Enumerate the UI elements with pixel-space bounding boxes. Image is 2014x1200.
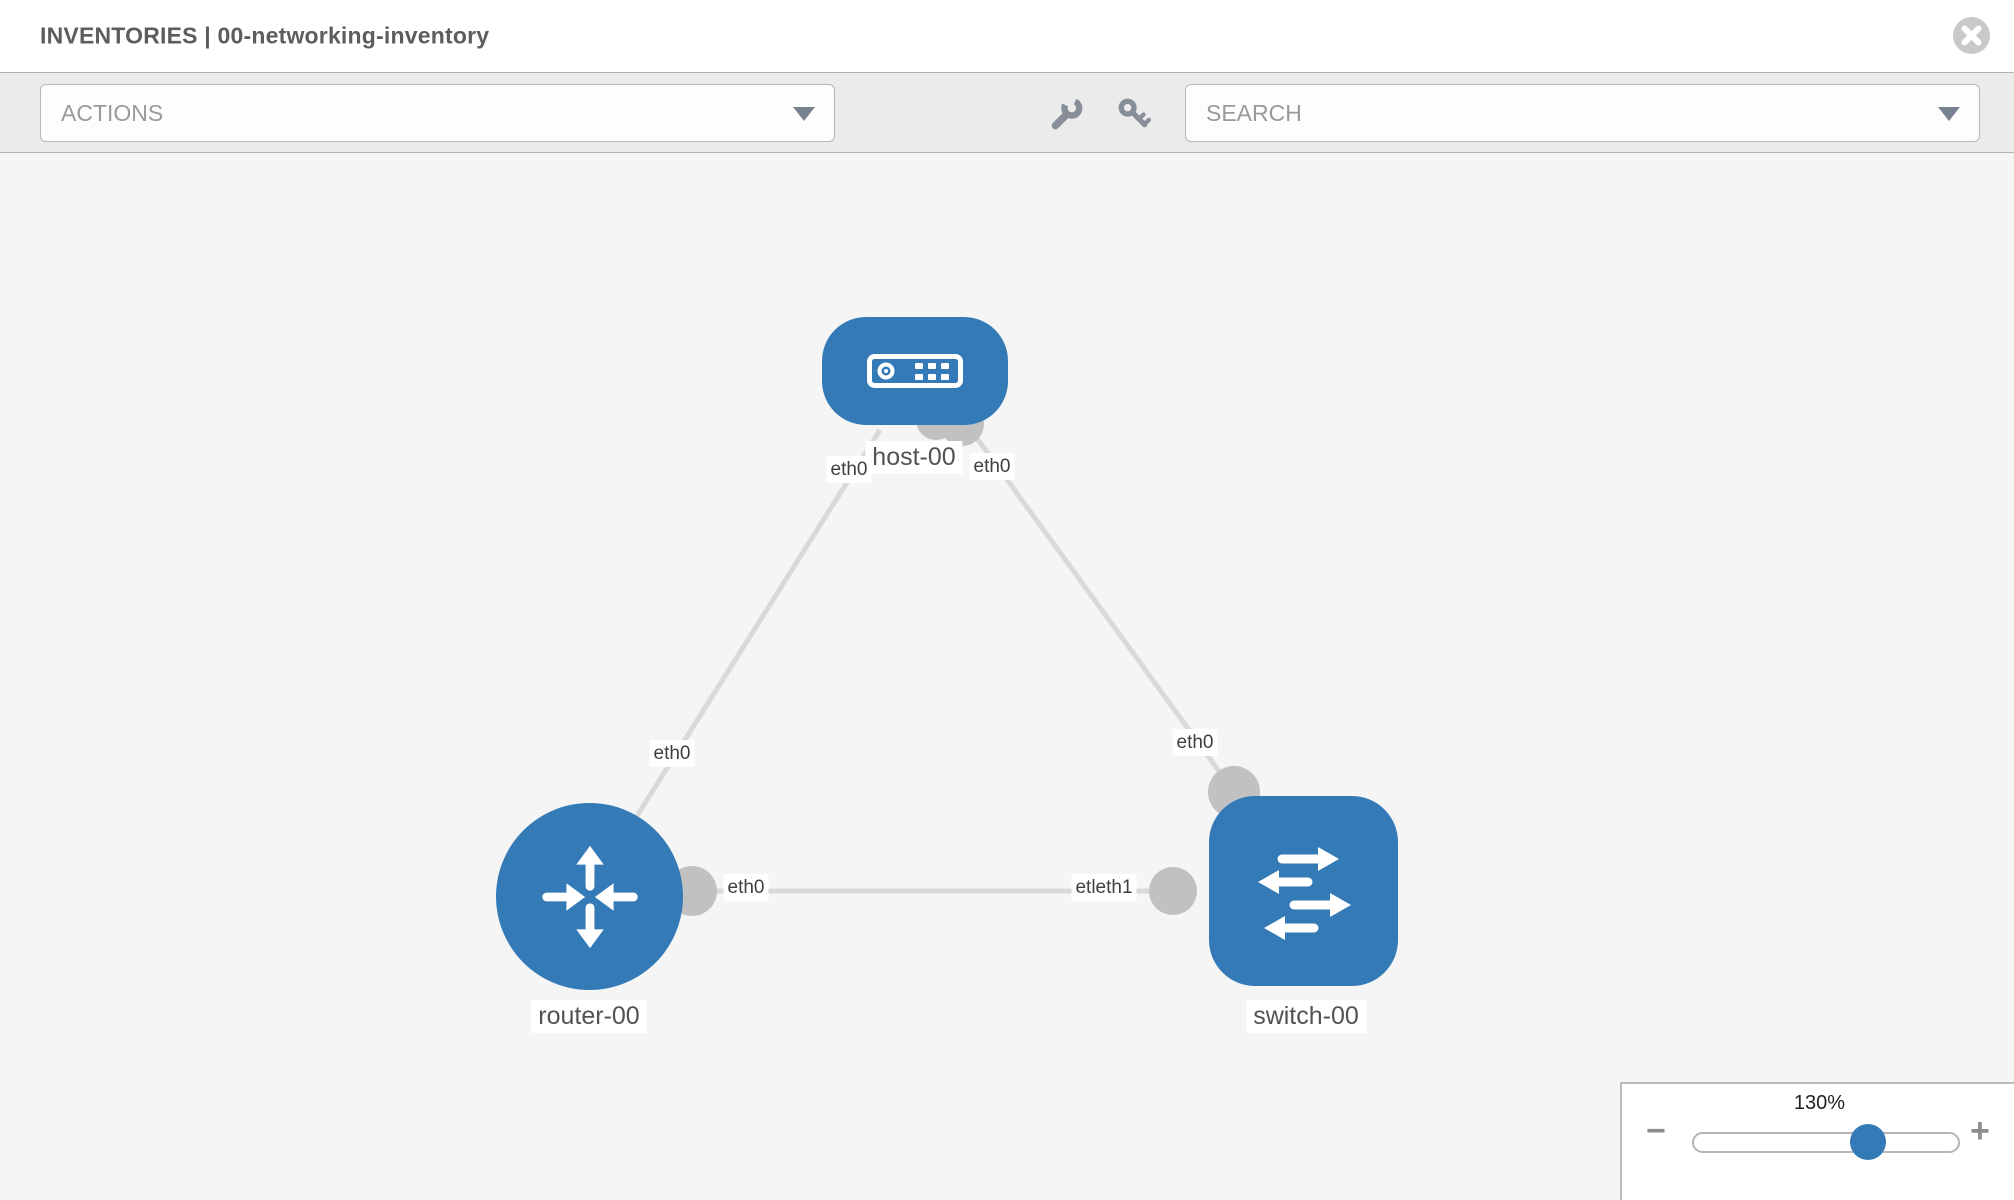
caret-down-icon — [793, 107, 815, 121]
node-label-switch: switch-00 — [1246, 1000, 1366, 1033]
caret-down-icon — [1938, 107, 1960, 121]
interface-label: eth0 — [826, 456, 872, 483]
zoom-slider-track[interactable] — [1692, 1124, 1960, 1160]
zoom-level-label: 130% — [1793, 1092, 1846, 1114]
router-icon — [541, 845, 638, 948]
zoom-panel: 130% − + — [1620, 1082, 2014, 1200]
zoom-slider-thumb[interactable] — [1850, 1124, 1886, 1160]
host-icon — [867, 354, 963, 388]
interface-label: eth0 — [969, 453, 1015, 480]
topology-canvas[interactable] — [0, 153, 2014, 1200]
interface-label: eth0 — [649, 740, 695, 767]
actions-dropdown[interactable]: ACTIONS — [40, 84, 835, 142]
search-dropdown[interactable]: SEARCH — [1185, 84, 1980, 142]
link-host-router[interactable] — [627, 428, 883, 829]
interface-label: eth0 — [1172, 729, 1218, 756]
switch-icon — [1257, 847, 1351, 940]
search-placeholder: SEARCH — [1206, 99, 1302, 126]
node-label-router: router-00 — [531, 1000, 647, 1033]
node-label-host: host-00 — [865, 441, 963, 474]
node-host-00[interactable] — [822, 317, 1008, 425]
zoom-in-button[interactable]: + — [1970, 1112, 1990, 1150]
zoom-out-button[interactable]: − — [1646, 1112, 1666, 1150]
toolbar: ACTIONS SEARCH — [0, 72, 2014, 153]
interface-label: etleth1 — [1071, 874, 1137, 901]
interface-label: eth0 — [723, 874, 769, 901]
actions-dropdown-label: ACTIONS — [61, 99, 164, 126]
close-icon — [1953, 17, 1990, 54]
credentials-button[interactable] — [1114, 95, 1154, 135]
switch-interface-connector — [1149, 867, 1197, 915]
header-bar: INVENTORIES | 00-networking-inventory — [0, 0, 2014, 72]
close-button[interactable] — [1953, 17, 1990, 54]
node-switch-00[interactable] — [1209, 796, 1398, 986]
wrench-icon — [1051, 97, 1083, 129]
page-title: INVENTORIES | 00-networking-inventory — [40, 22, 490, 49]
configure-button[interactable] — [1046, 95, 1086, 135]
key-icon — [1118, 98, 1151, 127]
node-router-00[interactable] — [496, 803, 683, 990]
